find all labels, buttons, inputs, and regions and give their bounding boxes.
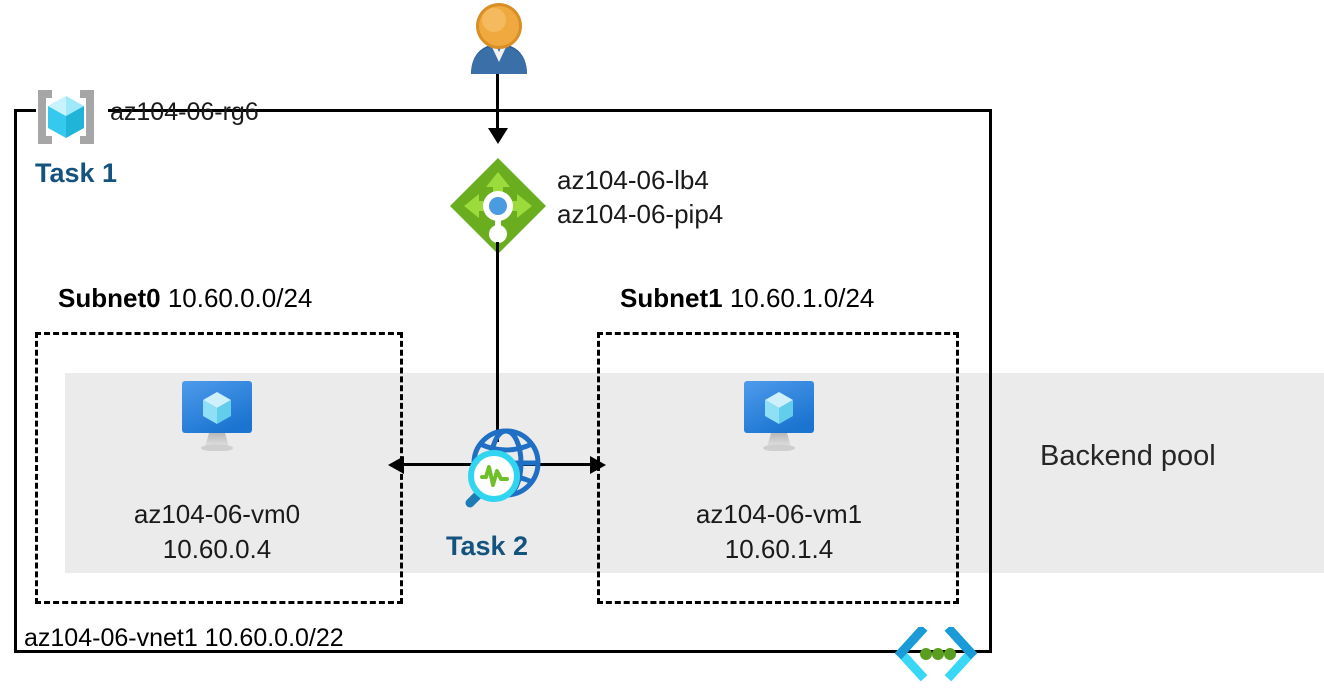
virtual-machine-icon bbox=[740, 379, 818, 452]
backend-pool-label: Backend pool bbox=[1040, 440, 1216, 472]
resource-group-border-right bbox=[989, 109, 992, 653]
subnet0-label: Subnet0 10.60.0.0/24 bbox=[58, 283, 312, 314]
vm1-label: az104-06-vm1 10.60.1.4 bbox=[668, 497, 890, 566]
vm0-name: az104-06-vm0 bbox=[133, 499, 301, 529]
task-2-label: Task 2 bbox=[446, 531, 529, 561]
arrow-to-subnet1-head bbox=[590, 456, 606, 474]
subnet0-cidr: 10.60.0.0/24 bbox=[167, 283, 313, 313]
vm0-ip: 10.60.0.4 bbox=[162, 533, 272, 564]
resource-group-border-top-left bbox=[14, 109, 36, 112]
arrow-to-subnet1-line bbox=[504, 463, 592, 466]
vm1-ip: 10.60.1.4 bbox=[724, 533, 834, 564]
resource-group-border-bottom bbox=[14, 650, 992, 653]
subnet0-name: Subnet0 bbox=[58, 283, 161, 313]
load-balancer-labels: az104-06-lb4 az104-06-pip4 bbox=[557, 163, 723, 232]
virtual-network-icon bbox=[894, 624, 978, 682]
resource-group-border-top-right bbox=[108, 109, 992, 112]
subnet1-label: Subnet1 10.60.1.0/24 bbox=[620, 283, 874, 314]
resource-group-icon bbox=[30, 88, 102, 146]
subnet1-cidr: 10.60.1.0/24 bbox=[729, 283, 875, 313]
public-ip-name: az104-06-pip4 bbox=[557, 199, 724, 230]
load-balancer-icon bbox=[448, 156, 548, 256]
load-balancer-to-network-line bbox=[496, 242, 499, 442]
vm1-name: az104-06-vm1 bbox=[695, 499, 863, 529]
task-1-label: Task 1 bbox=[35, 158, 118, 188]
network-watcher-icon bbox=[456, 419, 550, 513]
subnet1-name: Subnet1 bbox=[620, 283, 723, 313]
arrow-user-to-load-balancer-line bbox=[496, 74, 499, 132]
resource-group-border-left bbox=[14, 109, 17, 653]
arrow-to-subnet0-line bbox=[404, 463, 494, 466]
resource-group-name: az104-06-rg6 bbox=[110, 98, 259, 126]
vnet-label: az104-06-vnet1 10.60.0.0/22 bbox=[24, 624, 344, 652]
arrow-user-to-load-balancer-head bbox=[488, 128, 508, 144]
arrow-to-subnet0-head bbox=[388, 456, 404, 474]
vm0-label: az104-06-vm0 10.60.0.4 bbox=[106, 497, 328, 566]
backend-pool-band bbox=[65, 373, 1324, 573]
load-balancer-name: az104-06-lb4 bbox=[557, 165, 709, 195]
user-icon bbox=[461, 2, 537, 74]
virtual-machine-icon bbox=[178, 379, 256, 452]
